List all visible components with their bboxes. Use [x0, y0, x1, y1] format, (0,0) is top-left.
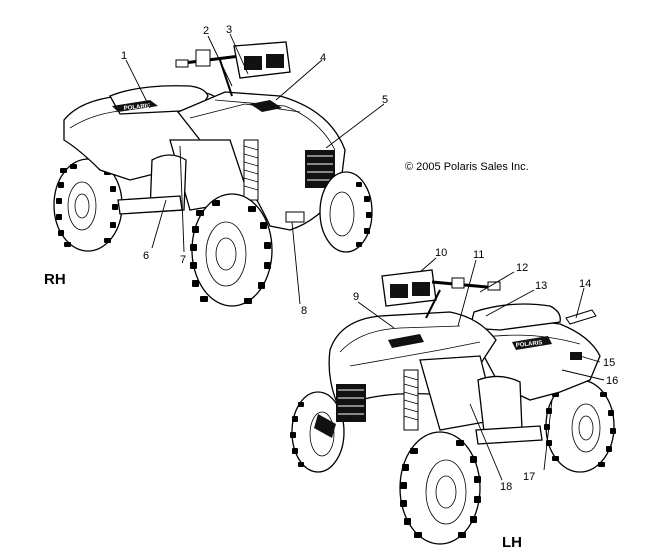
callout-2: 2 — [203, 25, 209, 37]
atv-lh-view: POLARIS — [290, 269, 616, 545]
callout-7: 7 — [180, 254, 186, 266]
lh-far-front-tire — [290, 391, 345, 473]
callout-numbers: 1 2 3 4 5 6 7 8 9 10 11 12 13 14 15 16 1… — [121, 24, 618, 493]
rh-rear-tire — [53, 158, 123, 252]
callout-1: 1 — [121, 50, 127, 62]
lh-front-grille — [336, 384, 366, 422]
callout-14: 14 — [579, 278, 591, 290]
callout-12: 12 — [516, 262, 528, 274]
callout-15: 15 — [603, 357, 615, 369]
lh-handlebar — [381, 269, 501, 319]
lh-front-tire — [399, 431, 481, 545]
leader-lines — [125, 33, 605, 481]
callout-9: 9 — [353, 291, 359, 303]
callout-5: 5 — [382, 94, 388, 106]
lh-brand-decal-text: POLARIS — [516, 340, 543, 349]
callout-16: 16 — [606, 375, 618, 387]
decal-14-shape — [565, 309, 597, 325]
callout-10: 10 — [435, 247, 447, 259]
lh-front-shock — [403, 369, 419, 431]
callout-17: 17 — [523, 471, 535, 483]
callout-8: 8 — [301, 305, 307, 317]
view-label-rh: RH — [44, 271, 66, 288]
rh-front-shock — [243, 139, 259, 201]
callout-4: 4 — [320, 52, 326, 64]
callout-13: 13 — [535, 280, 547, 292]
callout-6: 6 — [143, 250, 149, 262]
rh-front-tire — [190, 193, 273, 307]
callout-11: 11 — [473, 249, 484, 261]
copyright-text: © 2005 Polaris Sales Inc. — [405, 161, 529, 173]
decal-15-shape — [570, 352, 582, 360]
callout-3: 3 — [226, 24, 232, 36]
callout-18: 18 — [500, 481, 512, 493]
rh-brand-decal-text: POLARIS — [124, 103, 151, 112]
rh-far-front-tire — [319, 171, 373, 253]
view-label-lh: LH — [502, 534, 522, 551]
atv-rh-view: POLARIS — [53, 41, 373, 307]
